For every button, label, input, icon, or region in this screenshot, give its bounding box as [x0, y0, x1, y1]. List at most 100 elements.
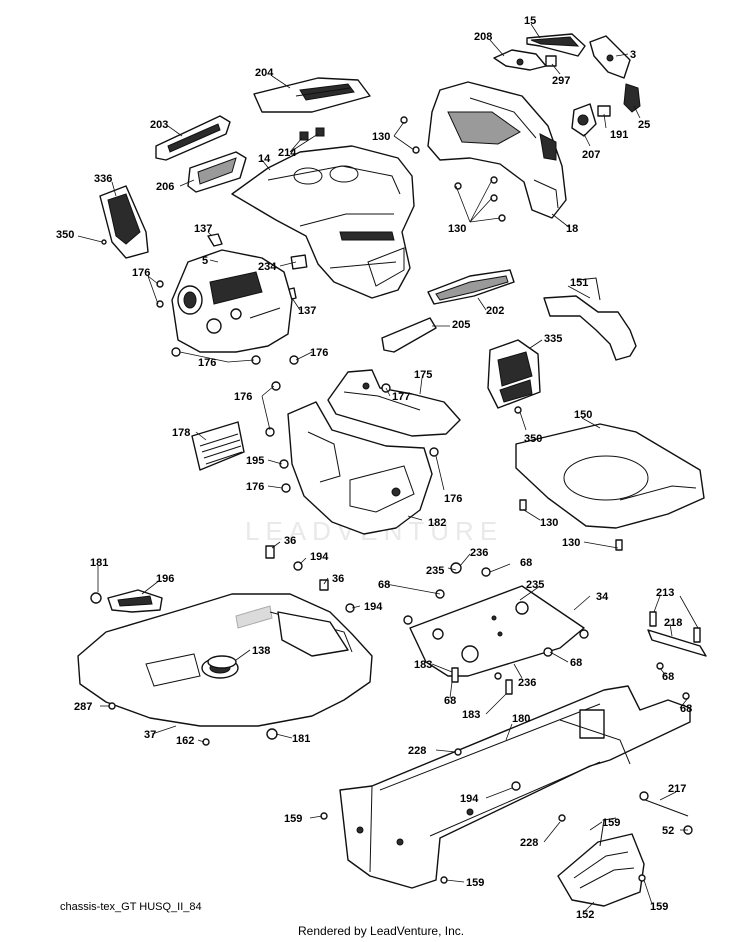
rendered-by-credit: Rendered by LeadVenture, Inc. [298, 924, 465, 938]
callout-68e: 68 [444, 695, 456, 707]
part-138-fuel-neck [207, 655, 237, 669]
callout-194a: 194 [310, 551, 329, 563]
part-234-decal [290, 254, 308, 270]
callout-195: 195 [246, 455, 264, 467]
part-34-seat-plate [409, 585, 585, 677]
callout-207: 207 [582, 149, 600, 161]
part-15-trim-strip [526, 33, 586, 57]
callout-137b: 137 [298, 305, 316, 317]
callout-176b: 176 [198, 357, 216, 369]
callout-150: 150 [574, 409, 592, 421]
callout-138: 138 [252, 645, 270, 657]
diagram-code: chassis-tex_GT HUSQ_II_84 [60, 901, 202, 913]
callout-175: 175 [414, 369, 432, 381]
callout-36b: 36 [332, 573, 344, 585]
callout-130c: 130 [540, 517, 558, 529]
callout-68b: 68 [378, 579, 390, 591]
callout-178: 178 [172, 427, 190, 439]
callout-196: 196 [156, 573, 174, 585]
callout-350a: 350 [56, 229, 74, 241]
part-335-side-panel [487, 339, 541, 409]
callout-350b: 350 [524, 433, 542, 445]
part-14-hood [231, 145, 415, 299]
callout-287: 287 [74, 701, 92, 713]
part-150-shield [515, 423, 705, 529]
callout-183a: 183 [414, 659, 432, 671]
callout-15: 15 [524, 15, 536, 27]
part-191-bulb [597, 105, 611, 117]
callout-159a: 159 [284, 813, 302, 825]
part-336-side-panel [99, 185, 149, 259]
callout-236b: 236 [518, 677, 536, 689]
callout-130a: 130 [372, 131, 390, 143]
callout-18: 18 [566, 223, 578, 235]
callout-159d: 159 [650, 901, 668, 913]
callout-159c: 159 [466, 877, 484, 889]
callout-5: 5 [202, 255, 208, 267]
callout-14: 14 [258, 153, 271, 165]
callout-181b: 181 [292, 733, 310, 745]
callout-68d: 68 [662, 671, 674, 683]
callout-218: 218 [664, 617, 682, 629]
part-25-bracket [623, 83, 641, 113]
part-214-clips [299, 127, 325, 141]
part-206-vent [187, 151, 247, 193]
callouts: 15 208 3 297 25 204 191 207 203 130 214 … [56, 15, 692, 921]
callout-182: 182 [428, 517, 446, 529]
callout-68f: 68 [680, 703, 692, 715]
part-203-air-duct [155, 115, 231, 161]
callout-37: 37 [144, 729, 156, 741]
callout-228a: 228 [408, 745, 426, 757]
callout-235a: 235 [426, 565, 444, 577]
callout-213: 213 [656, 587, 674, 599]
callout-176a: 176 [132, 267, 150, 279]
part-205-lens [381, 317, 437, 353]
part-3-badge [589, 35, 631, 79]
callout-208: 208 [474, 31, 492, 43]
part-18-front-nose [427, 81, 567, 219]
callout-68a: 68 [520, 557, 532, 569]
callout-206: 206 [156, 181, 174, 193]
callout-162: 162 [176, 735, 194, 747]
callout-36a: 36 [284, 535, 296, 547]
callout-34: 34 [596, 591, 609, 603]
callout-52: 52 [662, 825, 674, 837]
callout-194c: 194 [460, 793, 479, 805]
callout-68c: 68 [570, 657, 582, 669]
callout-236a: 236 [470, 547, 488, 559]
callout-202: 202 [486, 305, 504, 317]
callout-3: 3 [630, 49, 636, 61]
part-217-rod [639, 797, 689, 817]
part-207-headlight [571, 103, 597, 137]
callout-205: 205 [452, 319, 470, 331]
callout-177: 177 [392, 391, 410, 403]
callout-214: 214 [278, 147, 297, 159]
callout-159b: 159 [602, 817, 620, 829]
callout-234: 234 [258, 261, 277, 273]
part-151-bracket [543, 277, 637, 361]
callout-130d: 130 [562, 537, 580, 549]
part-5-dash-panel [171, 249, 293, 353]
part-297-clip [545, 55, 557, 67]
callout-235b: 235 [526, 579, 544, 591]
part-152-foot-pan [557, 817, 645, 907]
callout-204: 204 [255, 67, 274, 79]
callout-194b: 194 [364, 601, 383, 613]
part-137-clip-a [207, 233, 223, 247]
callout-25: 25 [638, 119, 650, 131]
part-204-hood-panel [253, 77, 371, 113]
callout-176c: 176 [310, 347, 328, 359]
callout-297: 297 [552, 75, 570, 87]
callout-176e: 176 [246, 481, 264, 493]
hardware-fasteners [90, 116, 693, 884]
part-218-bracket [647, 611, 707, 657]
callout-180: 180 [512, 713, 530, 725]
callout-181a: 181 [90, 557, 108, 569]
part-182-lower-dash [287, 401, 433, 535]
callout-228b: 228 [520, 837, 538, 849]
callout-217: 217 [668, 783, 686, 795]
callout-336: 336 [94, 173, 112, 185]
callout-203: 203 [150, 119, 168, 131]
leader-lines [77, 23, 699, 913]
